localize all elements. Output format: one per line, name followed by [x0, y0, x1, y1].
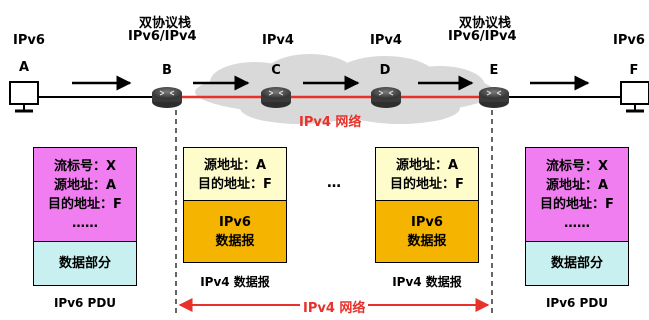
pdu-left-flow-label: 流标号：X — [53, 159, 117, 174]
ipv4-left-caption: IPv4 数据报 — [200, 275, 270, 289]
pdu-left-dst: 目的地址：F — [48, 197, 122, 212]
pdu-right-caption: IPv6 PDU — [545, 296, 609, 310]
computer-icon-a — [9, 81, 39, 113]
pdu-left-caption: IPv6 PDU — [53, 296, 117, 310]
ipv4-right-payload-1: IPv6 — [411, 215, 443, 230]
cloud-label: IPv4 网络 — [299, 115, 362, 130]
node-label-c: C — [271, 63, 281, 78]
node-label-b: B — [162, 63, 172, 78]
node-label-e: E — [489, 63, 499, 78]
ipv4-payload-right: IPv6 数据报 — [375, 200, 479, 263]
dual-stack-left-line2: IPv6/IPv4 — [128, 29, 197, 44]
ipv4-left-dst: 目的地址：F — [198, 177, 272, 192]
ipv4-payload-left: IPv6 数据报 — [183, 200, 287, 263]
ipv4-header-right: 源地址：A 目的地址：F — [375, 147, 479, 201]
router-icon-b — [152, 87, 182, 108]
pdu-data-right: 数据部分 — [525, 241, 629, 286]
protocol-label-d: IPv4 — [370, 33, 402, 48]
pdu-header-right: 流标号：X 源地址：A 目的地址：F …… — [525, 147, 629, 242]
dual-stack-right-line2: IPv6/IPv4 — [448, 29, 517, 44]
ipv4-right-dst: 目的地址：F — [390, 177, 464, 192]
node-label-f: F — [629, 63, 639, 78]
pdu-right-dst: 目的地址：F — [540, 197, 614, 212]
left-protocol-label: IPv6 — [13, 33, 45, 48]
node-label-d: D — [379, 63, 391, 78]
bottom-network-label: IPv4 网络 — [303, 301, 366, 316]
pdu-left-src: 源地址：A — [53, 178, 117, 193]
protocol-label-c: IPv4 — [262, 33, 294, 48]
ipv4-left-payload-1: IPv6 — [219, 215, 251, 230]
pdu-right-data-label: 数据部分 — [550, 256, 603, 271]
ipv4-left-payload-2: 数据报 — [215, 234, 255, 249]
router-icon-e — [479, 87, 509, 108]
pdu-left-more: …… — [72, 216, 98, 231]
ellipsis-mark: … — [327, 175, 341, 191]
ipv4-right-src: 源地址：A — [395, 158, 459, 173]
dual-stack-right-line1: 双协议栈 — [459, 16, 512, 31]
pdu-header-left: 流标号：X 源地址：A 目的地址：F …… — [33, 147, 137, 242]
pdu-data-left: 数据部分 — [33, 241, 137, 286]
pdu-right-more: …… — [564, 216, 590, 231]
ipv4-left-src: 源地址：A — [203, 158, 267, 173]
ipv4-right-caption: IPv4 数据报 — [392, 275, 462, 289]
right-protocol-label: IPv6 — [613, 33, 645, 48]
router-icon-c — [261, 87, 291, 108]
ipv4-right-payload-2: 数据报 — [407, 234, 447, 249]
pdu-left-data-label: 数据部分 — [58, 256, 111, 271]
node-label-a: A — [18, 60, 30, 75]
ipv4-header-left: 源地址：A 目的地址：F — [183, 147, 287, 201]
pdu-right-src: 源地址：A — [545, 178, 609, 193]
computer-icon-f — [620, 81, 649, 113]
pdu-right-flow-label: 流标号：X — [545, 159, 609, 174]
dual-stack-left-line1: 双协议栈 — [139, 16, 192, 31]
router-icon-d — [371, 87, 401, 108]
